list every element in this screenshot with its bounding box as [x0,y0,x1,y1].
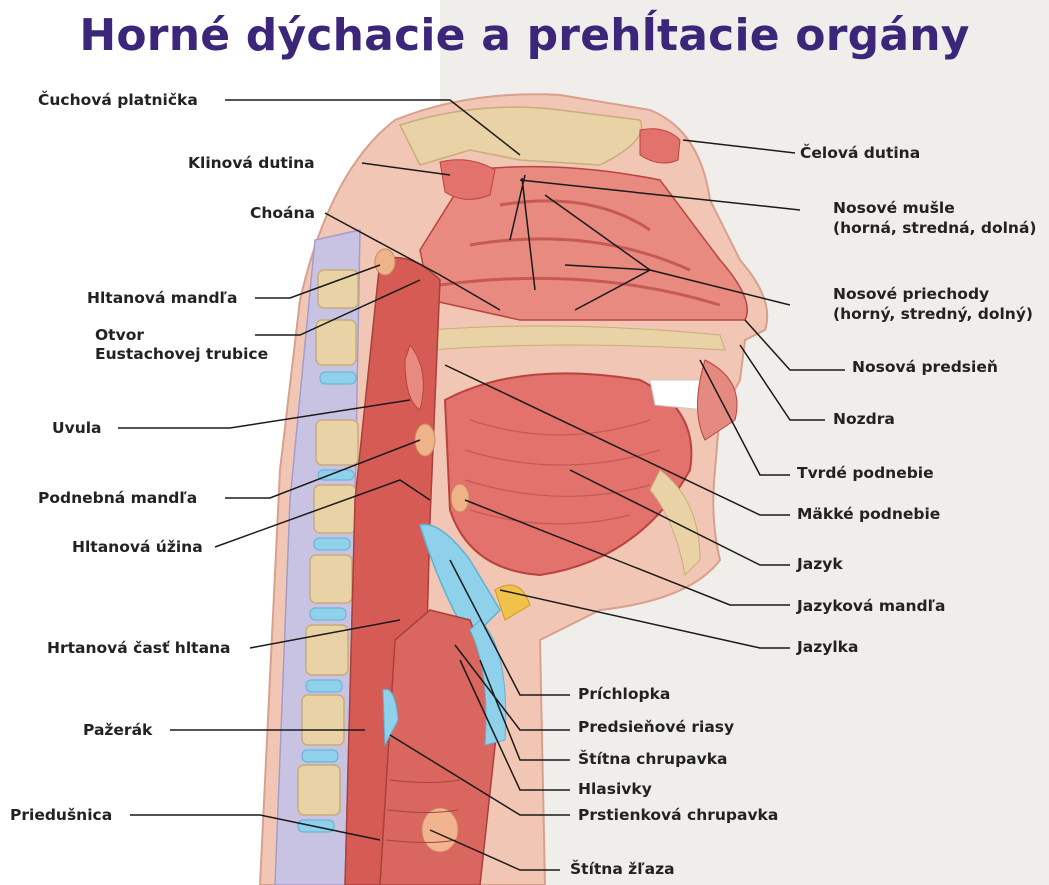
label-otvor: Otvor [95,326,144,345]
label-priedusnica: Priedušnica [10,806,112,825]
label-nozdra: Nozdra [833,410,895,429]
label-stitna-zlaza: Štítna žľaza [570,860,675,879]
thyroid-gland [422,808,458,852]
label-nosove-musle: Nosové mušle [833,199,955,218]
label-hltanova-mandla: Hltanová mandľa [87,289,237,308]
label-hlasivky: Hlasivky [578,780,652,799]
label-makke-podnebie: Mäkké podnebie [797,505,940,524]
upper-teeth [650,380,705,410]
sphenoid-sinus [440,160,495,200]
page-title: Horné dýchacie a prehĺtacie orgány [0,10,1049,61]
label-eustachovej-trubice: Eustachovej trubice [95,345,268,364]
label-hrtanova-cast-hltana: Hrtanová časť hltana [47,639,231,658]
label-nosova-predsien: Nosová predsieň [852,358,998,377]
pharyngeal-tonsil [375,249,395,275]
label-stitna-chrupavka: Štítna chrupavka [578,750,728,769]
label-uvula: Uvula [52,419,102,438]
label-pazerak: Pažerák [83,721,152,740]
label-nosove-priechody-detail: (horný, stredný, dolný) [833,305,1033,324]
label-nosove-priechody: Nosové priechody [833,285,989,304]
label-celova-dutina: Čelová dutina [800,144,920,163]
label-jazylka: Jazylka [797,638,858,657]
label-choana: Choána [250,204,315,223]
label-nosove-musle-detail: (horná, stredná, dolná) [833,219,1037,238]
label-cuchova-platnicka: Čuchová platnička [38,91,198,110]
label-hltanova-uzina: Hltanová úžina [72,538,203,557]
label-klinova-dutina: Klinová dutina [188,154,315,173]
label-jazyk: Jazyk [797,555,843,574]
label-jazykova-mandla: Jazyková mandľa [797,597,945,616]
label-podnebna-mandla: Podnebná mandľa [38,489,197,508]
label-prstienkova-chrupavka: Prstienková chrupavka [578,806,778,825]
label-predsienove-riasy: Predsieňové riasy [578,718,734,737]
lingual-tonsil [451,484,469,512]
label-prichlopka: Príchlopka [578,685,670,704]
label-tvrde-podnebie: Tvrdé podnebie [797,464,934,483]
skull-base [400,107,642,165]
